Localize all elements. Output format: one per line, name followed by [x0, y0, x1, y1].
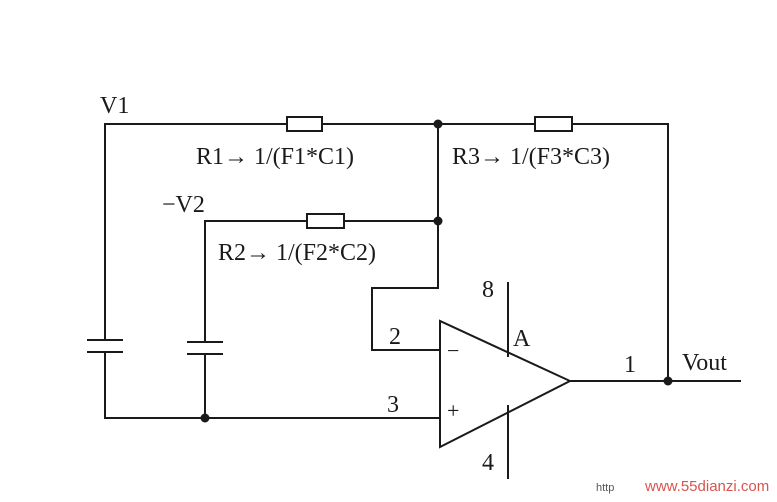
junction-dot-r2 [433, 216, 443, 226]
junction-dot-top [433, 119, 443, 129]
watermark-prefix: http [596, 482, 614, 494]
watermark-site: www.55dianzi.com [644, 478, 769, 495]
label-pin3: 3 [387, 392, 399, 418]
label-pin1: 1 [624, 352, 636, 378]
label-v2: −V2 [162, 192, 205, 218]
junction-dot-bottom [200, 413, 210, 423]
label-opamp-name: A [513, 326, 531, 352]
label-vout: Vout [682, 350, 727, 376]
label-r1: R1→ 1/(F1*C1) [196, 144, 354, 170]
label-pin8: 8 [482, 277, 494, 303]
label-minus-sign: − [447, 338, 459, 363]
label-r3: R3→ 1/(F3*C3) [452, 144, 610, 170]
label-plus-sign: + [447, 398, 459, 423]
label-pin4: 4 [482, 450, 494, 476]
label-v1: V1 [100, 93, 129, 119]
label-r2: R2→ 1/(F2*C2) [218, 240, 376, 266]
resistor-r3 [534, 116, 573, 132]
junction-dot-output [663, 376, 673, 386]
resistor-r2 [306, 213, 345, 229]
resistor-r1 [286, 116, 323, 132]
opamp-triangle [439, 319, 573, 449]
label-pin2: 2 [389, 324, 401, 350]
